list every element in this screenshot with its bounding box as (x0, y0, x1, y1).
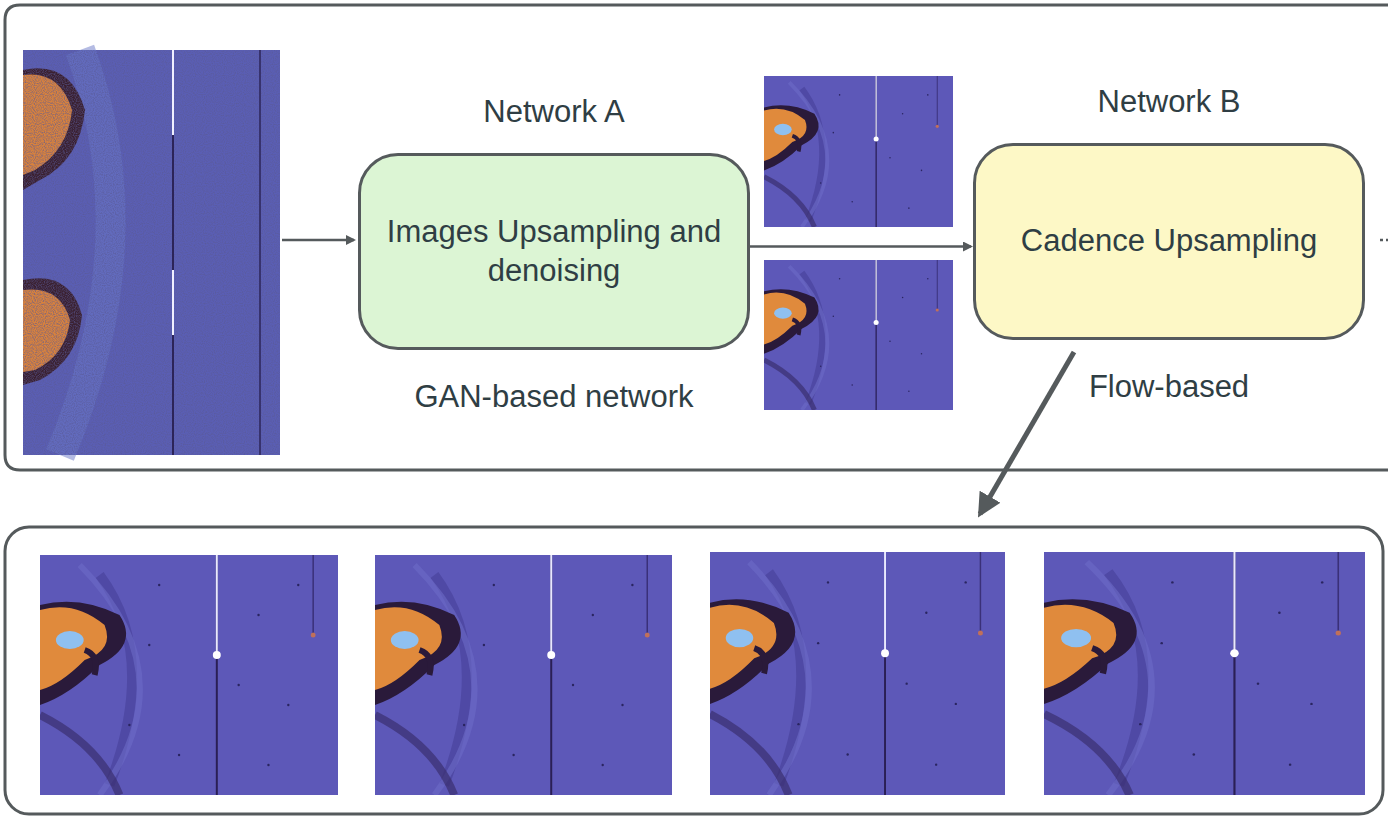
network-title: Network B (916, 83, 1388, 120)
box-label: Images Upsampling and denoising (361, 213, 747, 291)
network-type: GAN-based network (301, 378, 807, 415)
connector-arrow (750, 245, 971, 248)
process-box: Network AImages Upsampling and denoising… (358, 153, 750, 350)
network-type: Flow-based (916, 368, 1388, 405)
process-box: Network BCadence UpsamplingFlow-based (973, 143, 1365, 340)
network-title: Network A (301, 93, 807, 130)
box-label: Cadence Upsampling (999, 222, 1339, 261)
